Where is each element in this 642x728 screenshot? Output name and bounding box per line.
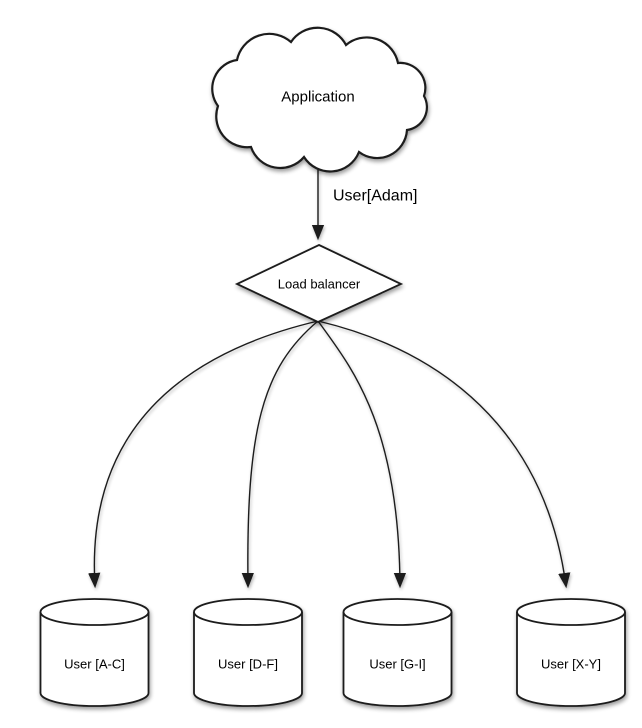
cylinder-body-icon — [193, 612, 303, 707]
cylinder-top-icon — [342, 598, 453, 626]
edge-loadbalancer-to-shard-ac — [88, 320, 319, 589]
node-shard-xy: User [X-Y] — [516, 598, 626, 707]
application-label: Application — [281, 89, 354, 106]
node-shard-gi: User [G-I] — [342, 598, 453, 707]
node-shard-df: User [D-F] — [193, 598, 303, 707]
edge-loadbalancer-to-shard-xy — [317, 320, 571, 589]
cylinder-top-icon — [193, 598, 303, 626]
cylinder-body-icon — [342, 612, 453, 707]
cylinder-body-icon — [39, 612, 150, 707]
node-load-balancer: Load balancer — [234, 244, 404, 323]
diamond-shape-icon — [234, 244, 404, 323]
shard-df-label: User [D-F] — [218, 657, 278, 672]
cylinder-top-icon — [39, 598, 150, 626]
load-balancer-label: Load balancer — [278, 277, 361, 292]
node-shard-ac: User [A-C] — [39, 598, 150, 707]
cylinder-top-icon — [516, 598, 626, 626]
shard-ac-label: User [A-C] — [64, 657, 125, 672]
edge-loadbalancer-to-shard-gi — [317, 320, 407, 589]
cylinder-body-icon — [516, 612, 626, 707]
shard-gi-label: User [G-I] — [369, 657, 425, 672]
shard-xy-label: User [X-Y] — [541, 657, 601, 672]
edge-loadbalancer-to-shard-df — [241, 320, 319, 589]
edge-layer — [88, 157, 571, 589]
cloud-shape-icon — [211, 26, 429, 173]
edge-label-user-adam: User[Adam] — [333, 188, 417, 205]
node-application: Application — [211, 26, 429, 173]
